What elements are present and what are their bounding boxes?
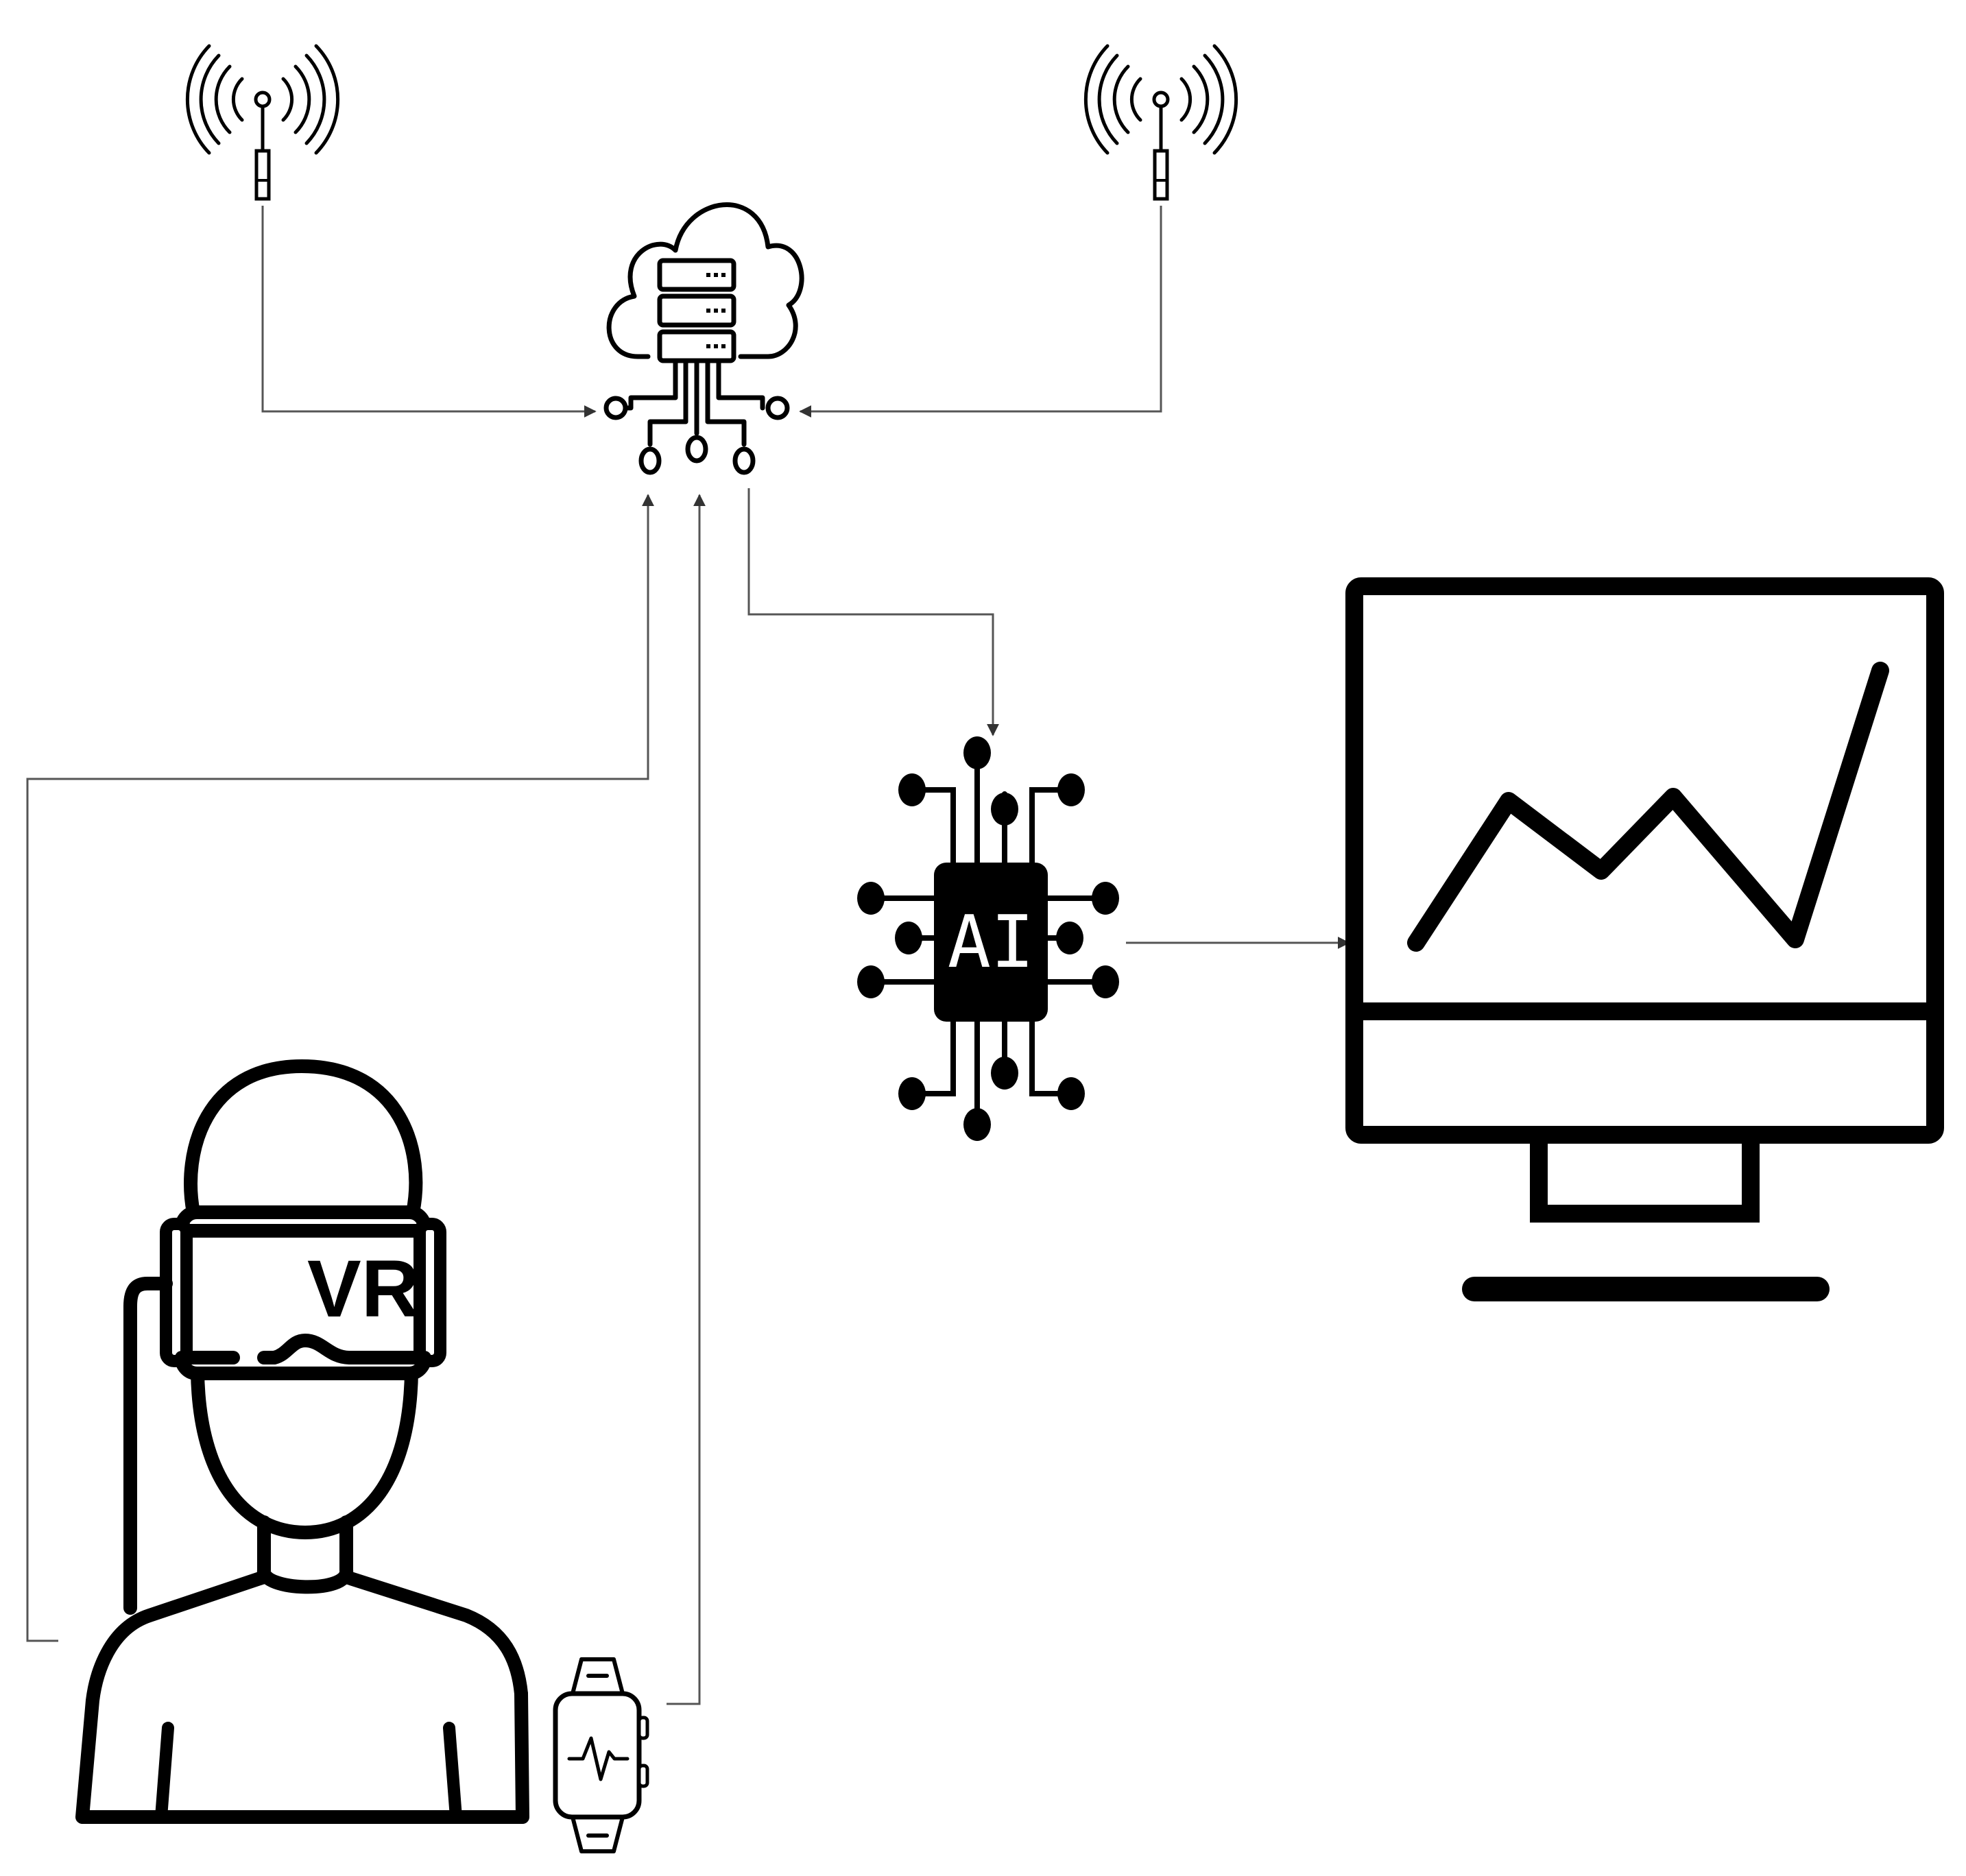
smartwatch-icon [553, 1657, 649, 1853]
trend-line [1407, 662, 1889, 952]
monitor-chart-icon [1345, 577, 1944, 1301]
vr-label: VR [307, 1244, 420, 1334]
connector-watch-to-cloud [667, 494, 706, 1705]
vr-user-icon: VR [75, 1059, 529, 1824]
connector-cloud-to-ai [747, 488, 999, 736]
cloud-server-icon [603, 202, 804, 475]
antenna-right-icon [1083, 44, 1238, 201]
antenna-left-icon [185, 44, 340, 201]
connector-antenna-right-to-cloud [799, 206, 1162, 418]
ai-chip-label: AI [948, 900, 1034, 984]
ai-chip-icon: AI [857, 736, 1119, 1141]
connector-antenna-left-to-cloud [261, 206, 597, 418]
connector-vr-to-cloud [26, 494, 654, 1642]
connectors [26, 206, 1350, 1705]
